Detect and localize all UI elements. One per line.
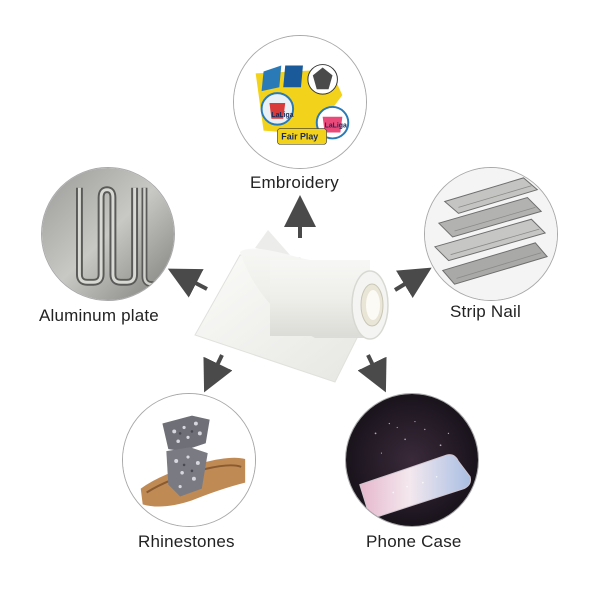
strip-nail-label: Strip Nail	[450, 302, 521, 321]
badge-text-laliga-2: LaLiga	[325, 123, 347, 130]
rhinestones-image	[122, 393, 256, 527]
phone-case-image	[345, 393, 479, 527]
rhinestones-label: Rhinestones	[138, 532, 235, 551]
badge-text-laliga-1: LaLiga	[271, 112, 293, 119]
strip-nail-image	[424, 167, 558, 301]
aluminum-plate-label: Aluminum plate	[39, 306, 159, 325]
embroidery-label: Embroidery	[250, 173, 339, 192]
aluminum-plate-image	[41, 167, 175, 301]
embroidery-image: LaLiga Fair Play LaLiga	[233, 35, 367, 169]
badge-text-fair-play: Fair Play	[281, 131, 318, 141]
phone-case-label: Phone Case	[366, 532, 462, 551]
